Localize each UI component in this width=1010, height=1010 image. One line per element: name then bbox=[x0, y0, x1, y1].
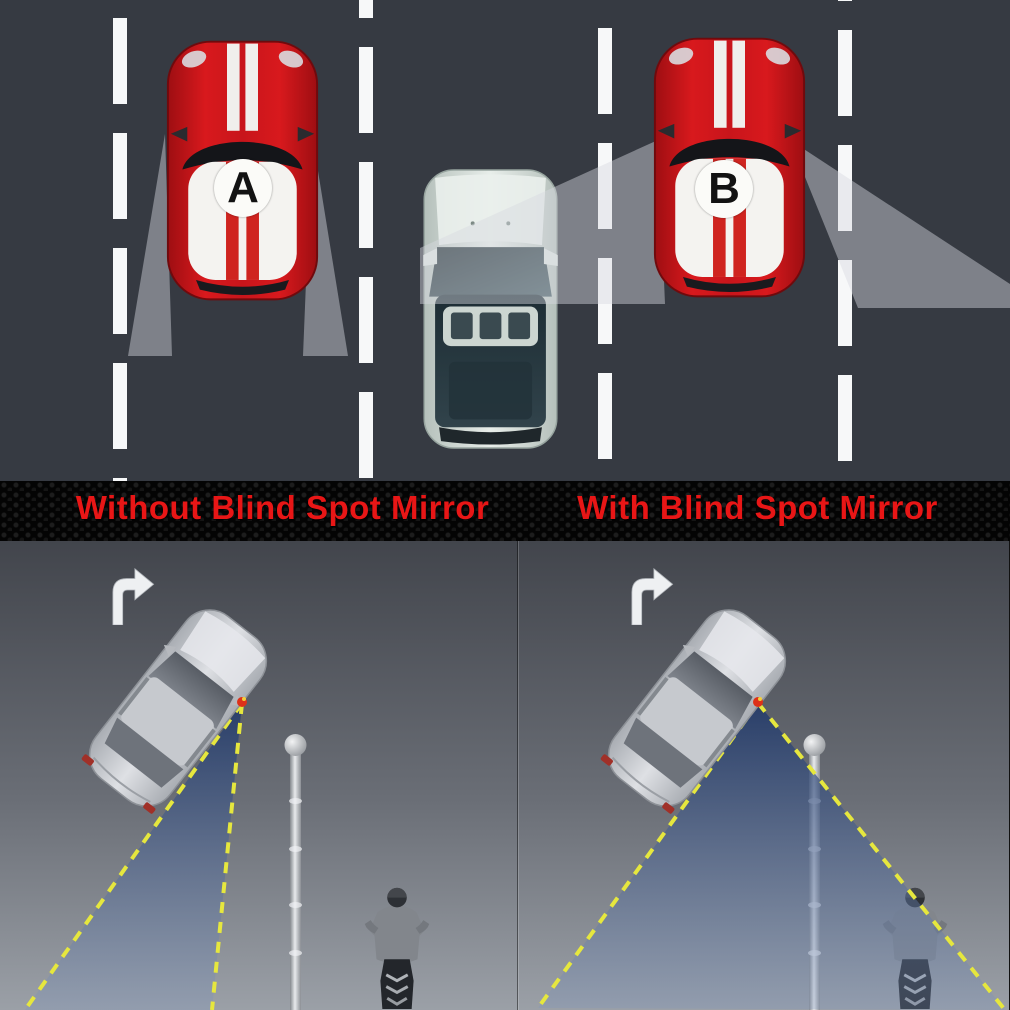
lane-markings bbox=[113, 0, 852, 481]
sign-pole bbox=[284, 734, 307, 1010]
comparison-panels bbox=[0, 541, 1010, 1010]
turn-right-arrow-icon bbox=[631, 568, 674, 625]
mirror-view-cones bbox=[128, 134, 1010, 356]
lane-diagram: A B bbox=[0, 0, 1010, 481]
mirror-point bbox=[237, 697, 247, 707]
car-a-left-mirror-cone bbox=[128, 134, 172, 356]
panel-with-art bbox=[536, 568, 1007, 1010]
car-b-right-mirror-cone bbox=[790, 140, 1010, 308]
caption-without: Without Blind Spot Mirror bbox=[75, 489, 490, 526]
motorcyclist bbox=[363, 886, 431, 1010]
turn-right-arrow-icon bbox=[112, 568, 155, 625]
caption-with: With Blind Spot Mirror bbox=[577, 489, 938, 526]
blind-zone-cone-narrow bbox=[23, 701, 244, 1010]
car-b-left-mirror-cone bbox=[420, 140, 665, 304]
car-a-label: A bbox=[227, 163, 259, 212]
car-a-label-badge: A bbox=[214, 159, 272, 217]
panel-without-mirror bbox=[0, 541, 518, 1010]
lane-diagram-art bbox=[113, 0, 1010, 481]
car-b-label: B bbox=[708, 164, 740, 213]
caption-band: Without Blind Spot Mirror With Blind Spo… bbox=[0, 481, 1010, 541]
panel-without-art bbox=[23, 568, 431, 1010]
caption-cell-right: With Blind Spot Mirror bbox=[505, 489, 1010, 530]
blind-zone-cone-wide bbox=[536, 701, 1007, 1010]
caption-cell-left: Without Blind Spot Mirror bbox=[0, 489, 505, 530]
zone-edge-left bbox=[23, 701, 244, 1010]
mirror-point bbox=[753, 697, 763, 707]
panel-with-mirror bbox=[518, 541, 1009, 1010]
zone-edge-right bbox=[756, 701, 1007, 1010]
car-b-label-badge: B bbox=[695, 160, 753, 218]
turning-car bbox=[74, 595, 282, 821]
